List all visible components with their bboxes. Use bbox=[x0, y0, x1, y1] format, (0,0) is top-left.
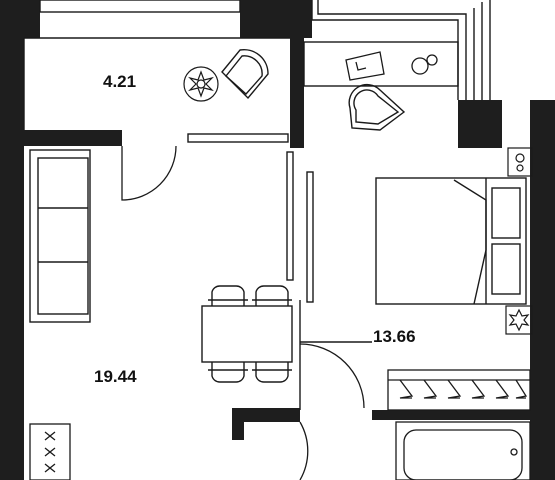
door-swings bbox=[121, 145, 365, 480]
nightstand-lamp-icon bbox=[507, 147, 533, 177]
flower-pot-icon bbox=[183, 66, 219, 102]
bedroom-area-label: 13.66 bbox=[373, 327, 416, 346]
sofa bbox=[29, 149, 91, 323]
stove bbox=[29, 423, 71, 480]
balcony-armchair bbox=[221, 48, 269, 100]
dining-table bbox=[201, 285, 293, 383]
desk-items bbox=[345, 51, 438, 81]
bathtub bbox=[395, 421, 531, 480]
bed bbox=[375, 177, 527, 305]
balcony-area-label: 4.21 bbox=[103, 72, 137, 91]
desk-chair bbox=[348, 83, 406, 131]
nightstand-flower-icon bbox=[505, 305, 533, 335]
wardrobe bbox=[387, 369, 531, 411]
living-room-area-label: 19.44 bbox=[94, 367, 137, 386]
outlines bbox=[23, 0, 491, 410]
